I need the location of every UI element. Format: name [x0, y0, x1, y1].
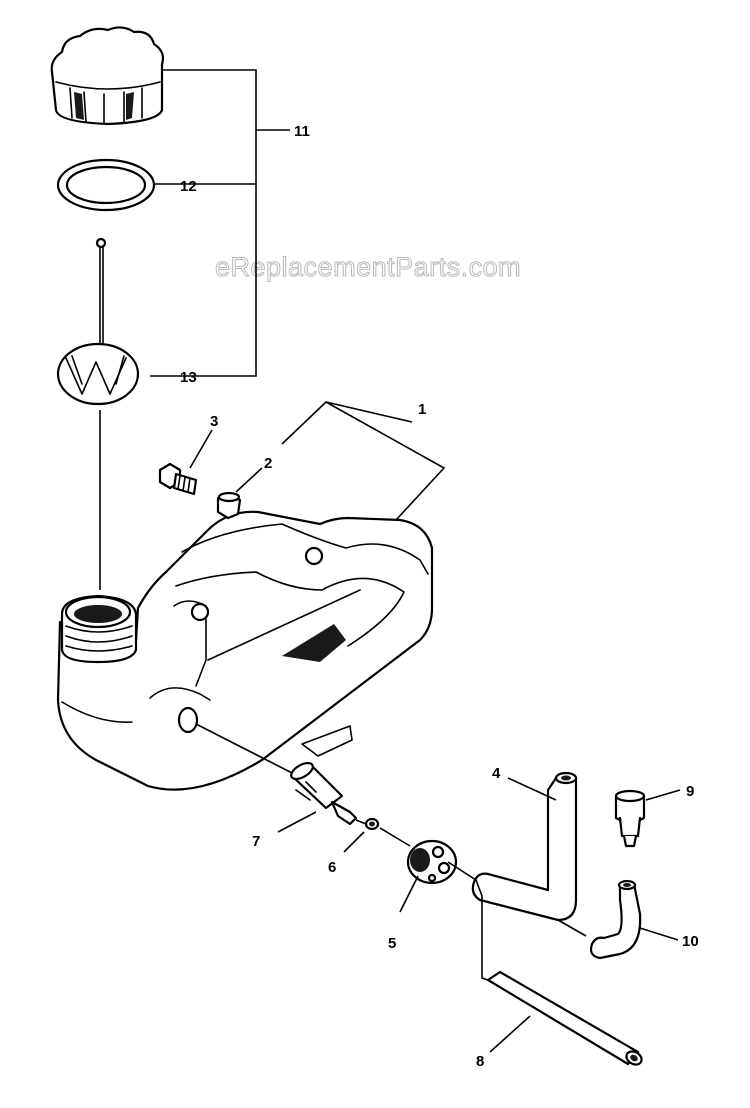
fuel-tank[interactable] — [56, 510, 434, 791]
callout-7: 7 — [252, 833, 260, 850]
callout-13: 13 — [180, 369, 197, 386]
fuel-cap[interactable] — [50, 26, 165, 126]
callout-12: 12 — [180, 178, 197, 195]
leader-11-bracket — [150, 69, 290, 377]
callout-8: 8 — [476, 1053, 484, 1070]
callout-4: 4 — [492, 765, 501, 782]
washer[interactable] — [355, 817, 411, 847]
fuel-filter[interactable] — [614, 789, 646, 848]
callout-10: 10 — [682, 933, 699, 950]
fuel-strainer[interactable] — [56, 237, 140, 590]
fuel-line-l-shaped[interactable] — [471, 771, 578, 922]
fuel-fitting[interactable] — [195, 723, 358, 826]
watermark: eReplacementParts.com — [215, 252, 521, 282]
callout-2: 2 — [264, 455, 272, 472]
callout-6: 6 — [328, 859, 336, 876]
gasket-ring[interactable] — [56, 158, 156, 212]
fuel-line-elbow[interactable] — [589, 879, 642, 960]
leader-1 — [281, 401, 446, 521]
bushing[interactable] — [216, 491, 242, 520]
callout-11: 11 — [294, 123, 310, 140]
callout-3: 3 — [210, 413, 218, 430]
bolt[interactable] — [158, 462, 198, 496]
callout-9: 9 — [686, 783, 694, 800]
grommet[interactable] — [406, 839, 458, 885]
fuel-line-straight[interactable] — [486, 970, 644, 1067]
callout-1: 1 — [418, 401, 426, 418]
callout-5: 5 — [388, 935, 396, 952]
